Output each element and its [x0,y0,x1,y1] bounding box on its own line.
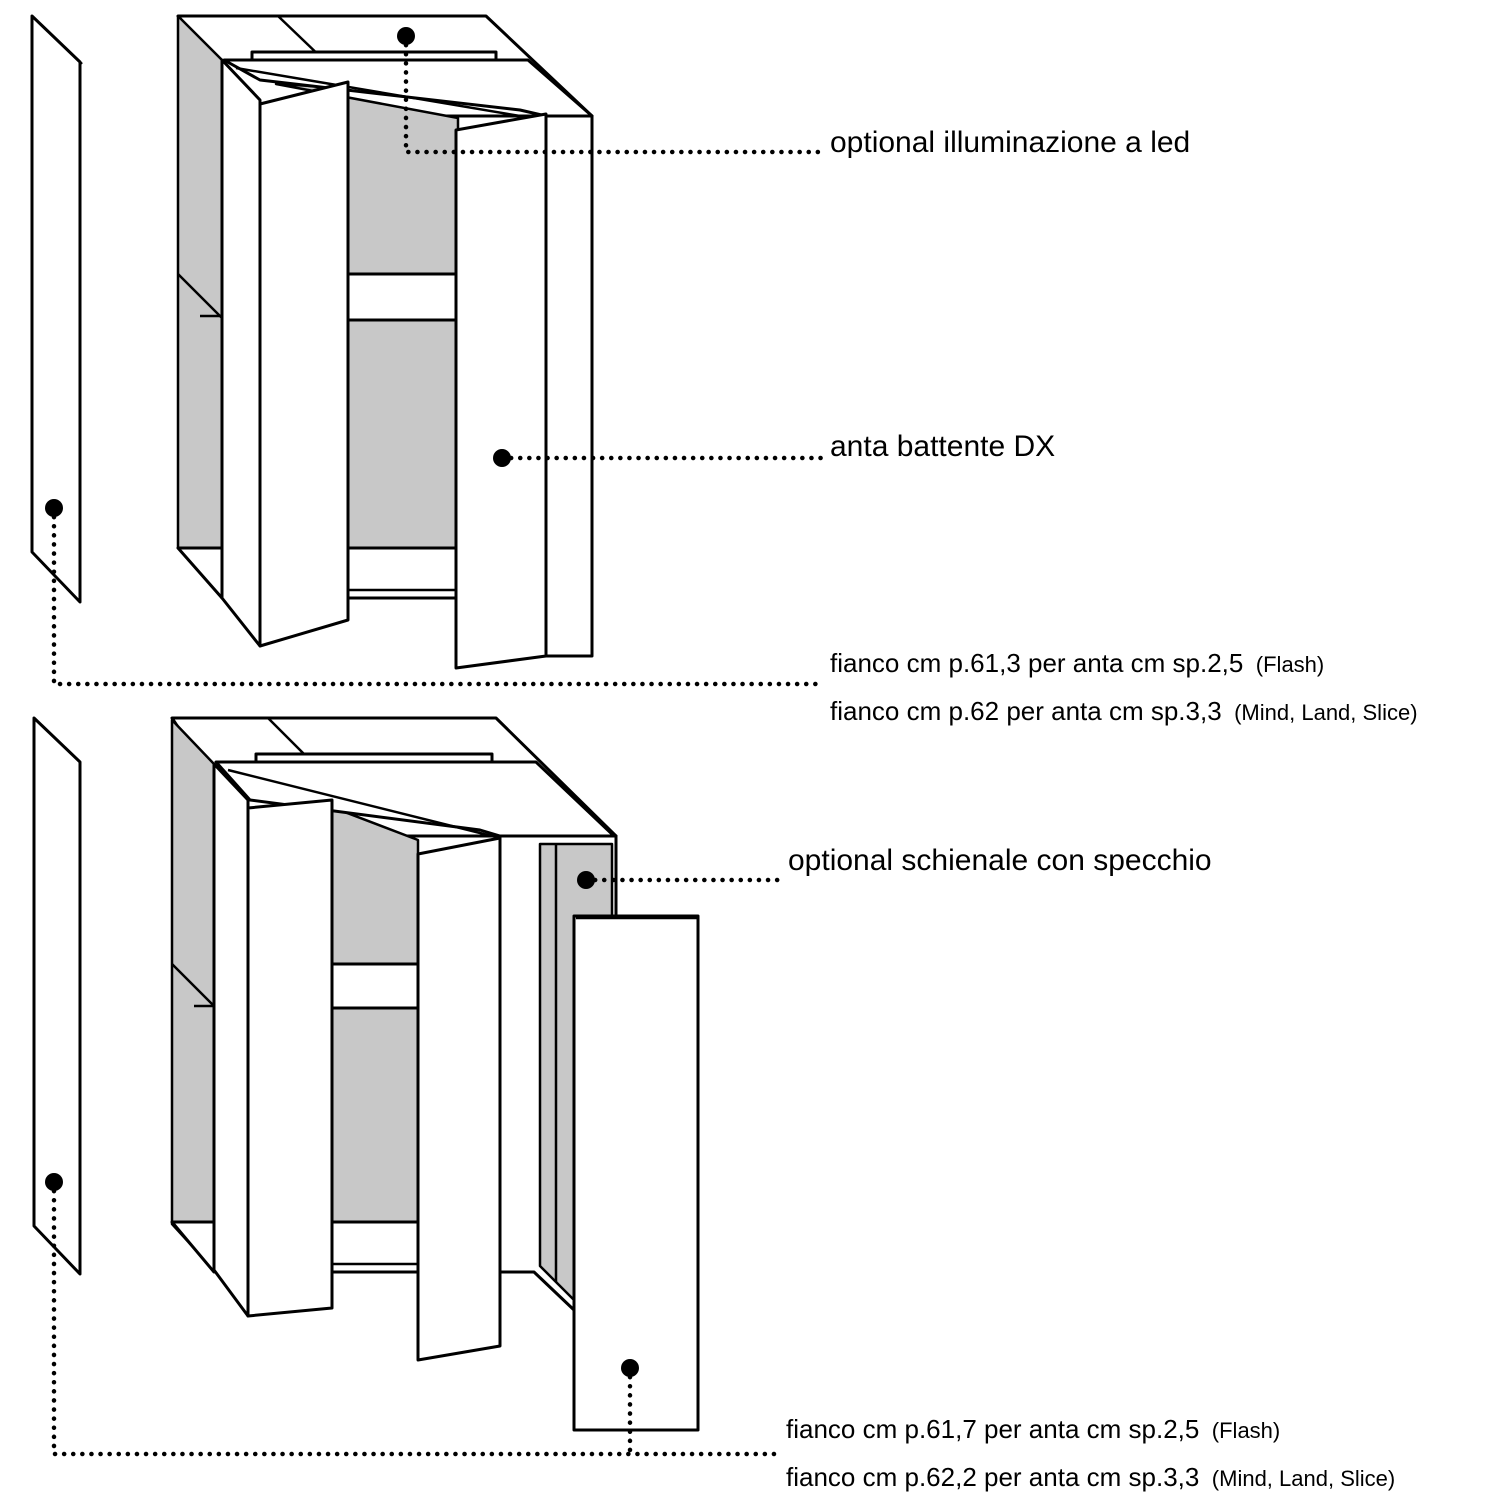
bottom-shelf [330,962,420,1010]
top-shelf [346,272,460,322]
top-right-door [454,112,548,670]
top-door-marker [493,449,511,467]
bottom-left-interior [170,718,216,1272]
bottom-left-door [246,798,334,1318]
top-side-marker [45,499,63,517]
bottom-front-panel [572,914,700,1432]
top-right-post [544,114,594,658]
bottom-side-marker [45,1173,63,1191]
top-left-interior [176,14,224,600]
bottom-side-panel [32,716,82,1276]
label-led-lighting: optional illuminazione a led [830,126,1190,159]
label-mirror-back: optional schienale con specchio [788,844,1212,877]
bottom-spec-1-note: (Flash) [1212,1418,1280,1443]
bottom-mirror-marker [577,871,595,889]
top-led-marker [397,27,415,45]
bottom-wardrobe [32,716,700,1432]
top-side-panel [30,14,82,604]
label-bottom-side-spec-1: fianco cm p.61,7 per anta cm sp.2,5 (Fla… [786,1414,1280,1444]
top-spec-2-main: fianco cm p.62 per anta cm sp.3,3 [830,696,1222,726]
top-spec-1-note: (Flash) [1256,652,1324,677]
top-left-panel [220,58,262,648]
bottom-spec-2-main: fianco cm p.62,2 per anta cm sp.3,3 [786,1462,1199,1492]
top-spec-2-note: (Mind, Land, Slice) [1234,700,1417,725]
label-hinged-door: anta battente DX [830,430,1055,463]
bottom-panel-marker [621,1359,639,1377]
bottom-spec-1-main: fianco cm p.61,7 per anta cm sp.2,5 [786,1414,1199,1444]
bottom-side-leader [51,1179,785,1457]
top-led-leader [403,33,825,155]
bottom-spec-2-note: (Mind, Land, Slice) [1212,1466,1395,1491]
label-top-side-spec-1: fianco cm p.61,3 per anta cm sp.2,5 (Fla… [830,648,1324,678]
top-spec-1-main: fianco cm p.61,3 per anta cm sp.2,5 [830,648,1243,678]
label-bottom-side-spec-2: fianco cm p.62,2 per anta cm sp.3,3 (Min… [786,1462,1395,1492]
top-wardrobe [30,14,594,670]
label-top-side-spec-2: fianco cm p.62 per anta cm sp.3,3 (Mind,… [830,696,1418,726]
top-left-door [258,80,350,648]
bottom-middle-door [416,836,502,1362]
bottom-left-panel [212,762,250,1318]
